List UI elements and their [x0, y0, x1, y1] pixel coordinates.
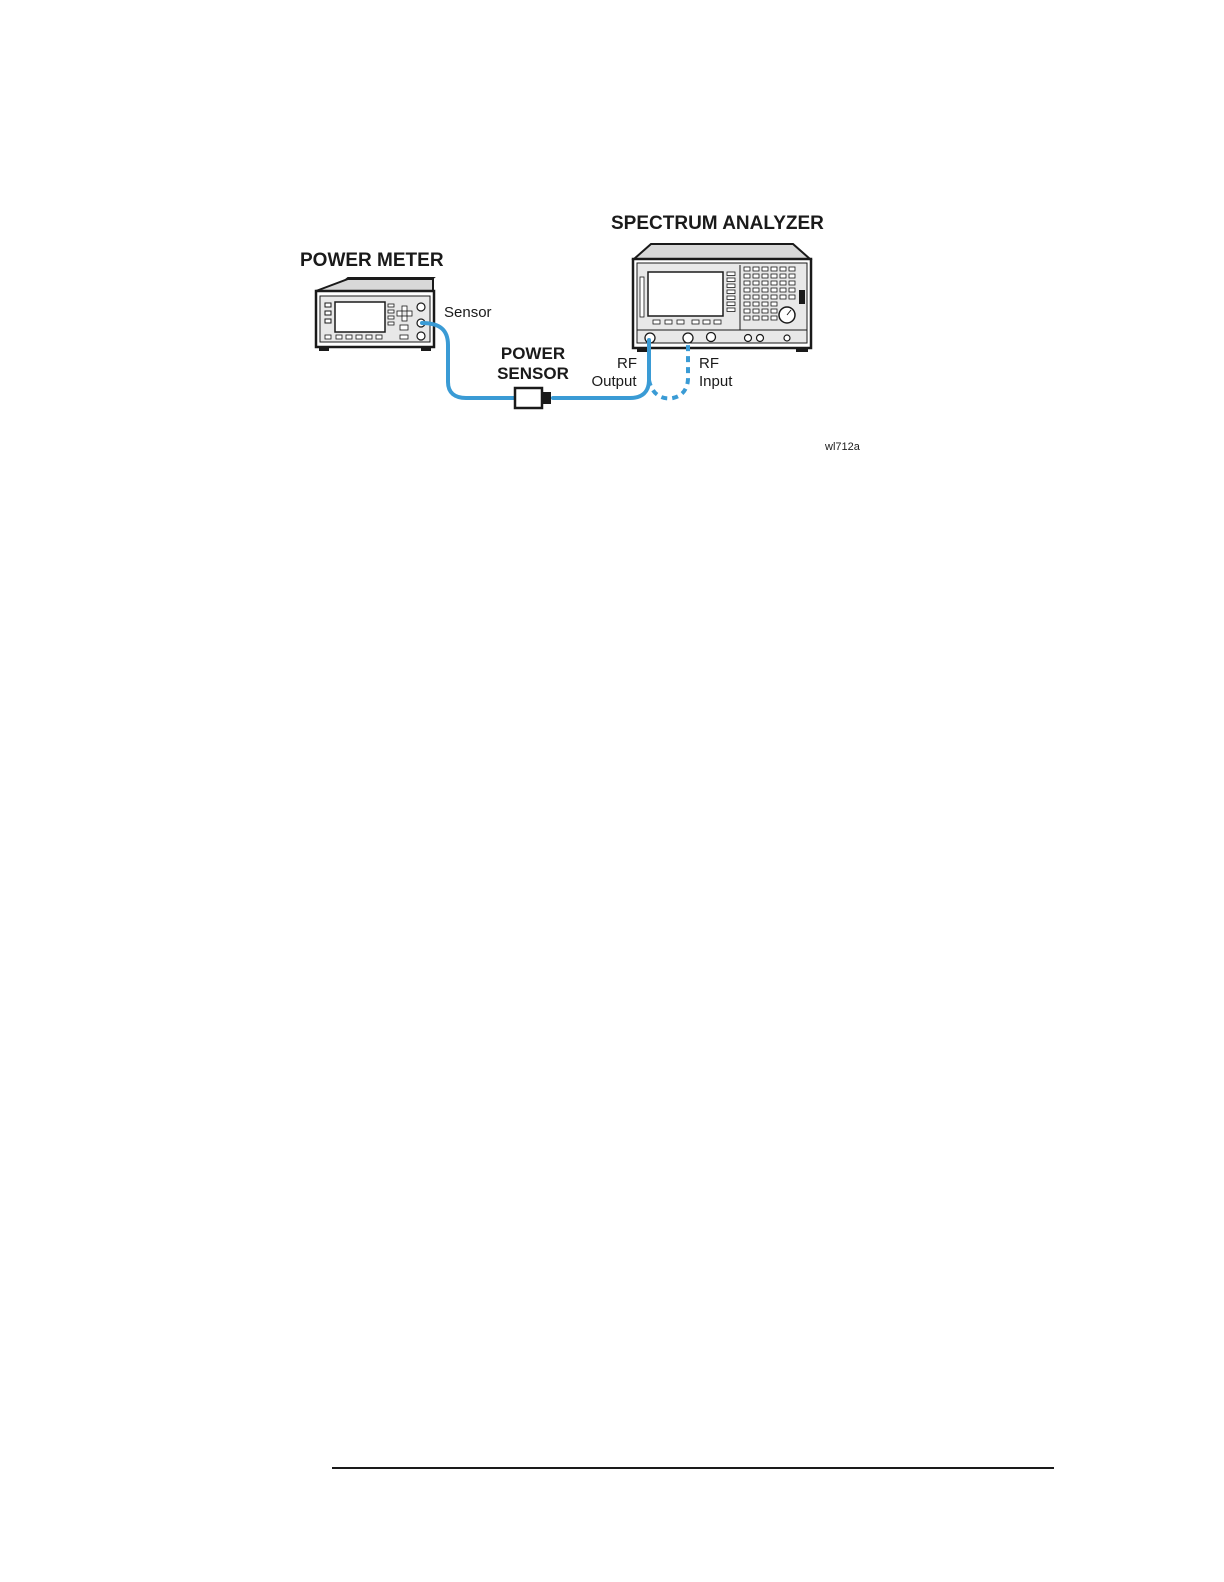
keypad-key	[744, 302, 750, 306]
keypad-key	[780, 295, 786, 299]
keypad-key	[780, 267, 786, 271]
keypad-key	[744, 316, 750, 320]
keypad-key	[789, 267, 795, 271]
keypad-key	[753, 274, 759, 278]
spectrum-analyzer-label: SPECTRUM ANALYZER	[611, 213, 824, 234]
keypad-key	[753, 316, 759, 320]
keypad-key	[744, 281, 750, 285]
keypad-key	[771, 316, 777, 320]
keypad-key	[771, 281, 777, 285]
keypad-key	[771, 309, 777, 313]
keypad-key	[762, 295, 768, 299]
keypad-key	[789, 281, 795, 285]
power-meter-icon	[316, 278, 434, 351]
keypad-key	[762, 267, 768, 271]
keypad-key	[744, 295, 750, 299]
softkey	[727, 308, 735, 312]
keypad-key	[780, 288, 786, 292]
softkey	[727, 290, 735, 294]
keypad-key	[744, 309, 750, 313]
rf-input-alternate-cable	[649, 341, 688, 398]
rf-input-label-line2: Input	[699, 373, 733, 390]
keypad-key	[789, 288, 795, 292]
power-sensor-label-line2: SENSOR	[497, 364, 569, 383]
keypad-key	[771, 288, 777, 292]
softkey	[727, 302, 735, 306]
softkey	[727, 296, 735, 300]
keypad-key	[744, 274, 750, 278]
softkey-column	[727, 272, 735, 312]
softkey	[727, 272, 735, 276]
keypad-key	[753, 295, 759, 299]
keypad-key	[780, 274, 786, 278]
keypad-key	[744, 288, 750, 292]
keypad-key	[753, 288, 759, 292]
keypad-key	[762, 316, 768, 320]
rf-input-label-line1: RF	[699, 355, 719, 372]
power-sensor-icon	[515, 388, 551, 408]
figure-code: wl712a	[824, 441, 861, 453]
keypad-key	[762, 281, 768, 285]
keypad-key	[771, 274, 777, 278]
rf-output-label-line2: Output	[591, 373, 637, 390]
power-meter-label: POWER METER	[300, 250, 444, 271]
keypad-key	[753, 267, 759, 271]
keypad-key	[771, 267, 777, 271]
softkey	[727, 278, 735, 282]
keypad-key	[762, 288, 768, 292]
keypad-key	[789, 274, 795, 278]
footer-rule	[332, 1467, 1054, 1469]
keypad-key	[762, 274, 768, 278]
keypad-key	[744, 267, 750, 271]
keypad-key	[753, 309, 759, 313]
keypad-key	[780, 281, 786, 285]
softkey	[727, 284, 735, 288]
power-sensor-label-line1: POWER	[501, 344, 565, 363]
keypad-key	[762, 302, 768, 306]
keypad-key	[753, 302, 759, 306]
keypad-key	[771, 295, 777, 299]
spectrum-analyzer-icon	[633, 244, 811, 352]
keypad-key	[762, 309, 768, 313]
keypad-key	[789, 295, 795, 299]
keypad-key	[771, 302, 777, 306]
keypad-key	[753, 281, 759, 285]
rf-output-label-line1: RF	[617, 355, 637, 372]
sensor-port-label: Sensor	[444, 304, 492, 321]
